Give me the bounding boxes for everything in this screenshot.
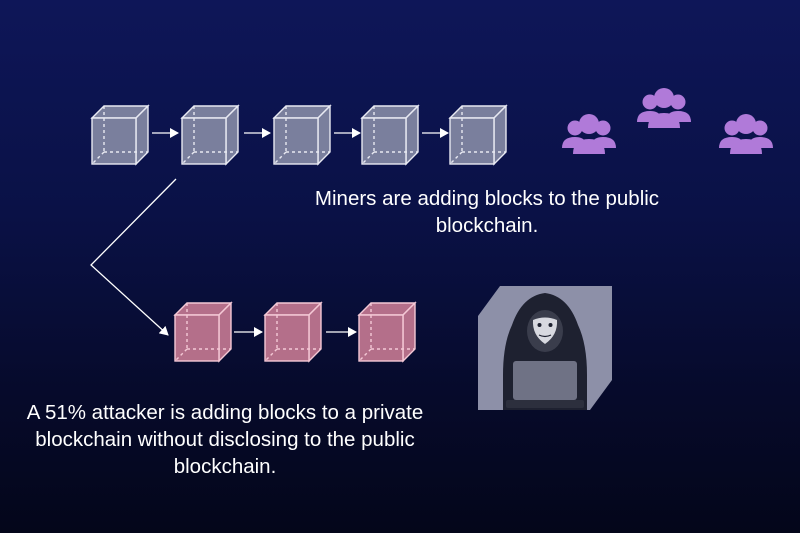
public-chain bbox=[91, 105, 507, 165]
attacker-caption-line-1: A 51% attacker is adding blocks to a pri… bbox=[26, 401, 424, 424]
miners-caption-line-1: Miners are adding blocks to the public bbox=[314, 187, 660, 210]
miners-caption: Miners are adding blocks to the public b… bbox=[262, 185, 712, 239]
attacker-caption-line-2: blockchain without disclosing to the pub… bbox=[35, 428, 415, 451]
private-block-3-cube-icon bbox=[358, 302, 416, 362]
attacker-caption: A 51% attacker is adding blocks to a pri… bbox=[0, 399, 450, 480]
miners-3-users-group-icon bbox=[719, 114, 773, 154]
private-block-1-cube-icon bbox=[174, 302, 232, 362]
public-block-1-cube-icon bbox=[91, 105, 149, 165]
public-block-5-cube-icon bbox=[449, 105, 507, 165]
attacker-caption-line-3: blockchain. bbox=[173, 455, 277, 478]
private-chain bbox=[174, 302, 416, 362]
attacker-panel bbox=[478, 286, 612, 410]
hooded-hacker-laptop-icon bbox=[503, 293, 587, 410]
miners-caption-line-2: blockchain. bbox=[435, 214, 539, 237]
public-block-2-cube-icon bbox=[181, 105, 239, 165]
miners-group bbox=[562, 88, 773, 154]
public-block-3-cube-icon bbox=[273, 105, 331, 165]
fork-arrow bbox=[90, 178, 177, 336]
private-block-2-cube-icon bbox=[264, 302, 322, 362]
public-block-4-cube-icon bbox=[361, 105, 419, 165]
miners-1-users-group-icon bbox=[562, 114, 616, 154]
miners-2-users-group-icon bbox=[637, 88, 691, 128]
